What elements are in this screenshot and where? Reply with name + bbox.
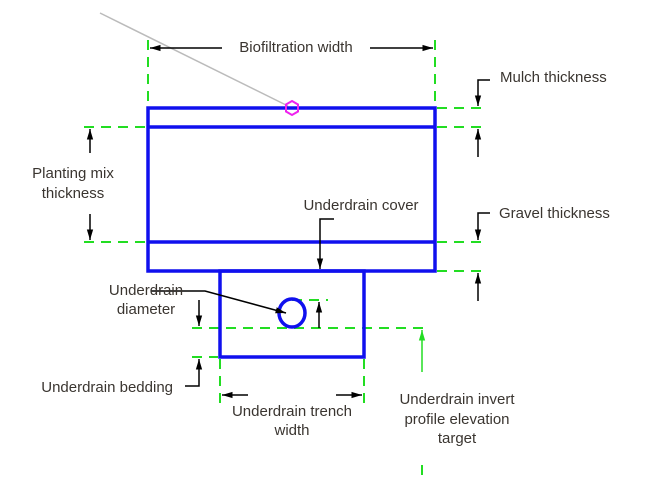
label-underdrain-cover: Underdrain cover [303, 197, 418, 214]
label-mulch-thickness: Mulch thickness [500, 69, 607, 86]
underdrain-trench [218, 269, 366, 359]
label-planting-mix-1: Planting mix [32, 165, 114, 182]
label-gravel-thickness: Gravel thickness [499, 205, 610, 222]
label-invert-2: profile elevation [404, 411, 509, 428]
dimension-arrows [86, 44, 490, 399]
gray-leader-line [99, 12, 289, 107]
label-underdrain-bedding: Underdrain bedding [41, 379, 173, 396]
biofiltration-basin [146, 106, 437, 273]
label-underdrain-diameter-1: Underdrain [109, 282, 183, 299]
label-biofiltration-width: Biofiltration width [239, 39, 352, 56]
label-underdrain-diameter-2: diameter [117, 301, 175, 318]
label-trench-width-1: Underdrain trench [232, 403, 352, 420]
marker-icon [285, 99, 299, 117]
underdrain-pipe [277, 297, 307, 329]
label-invert-3: target [438, 430, 477, 447]
structure [146, 106, 437, 359]
label-invert-1: Underdrain invert [399, 391, 515, 408]
label-planting-mix-2: thickness [42, 185, 105, 202]
label-trench-width-2: width [273, 422, 309, 439]
